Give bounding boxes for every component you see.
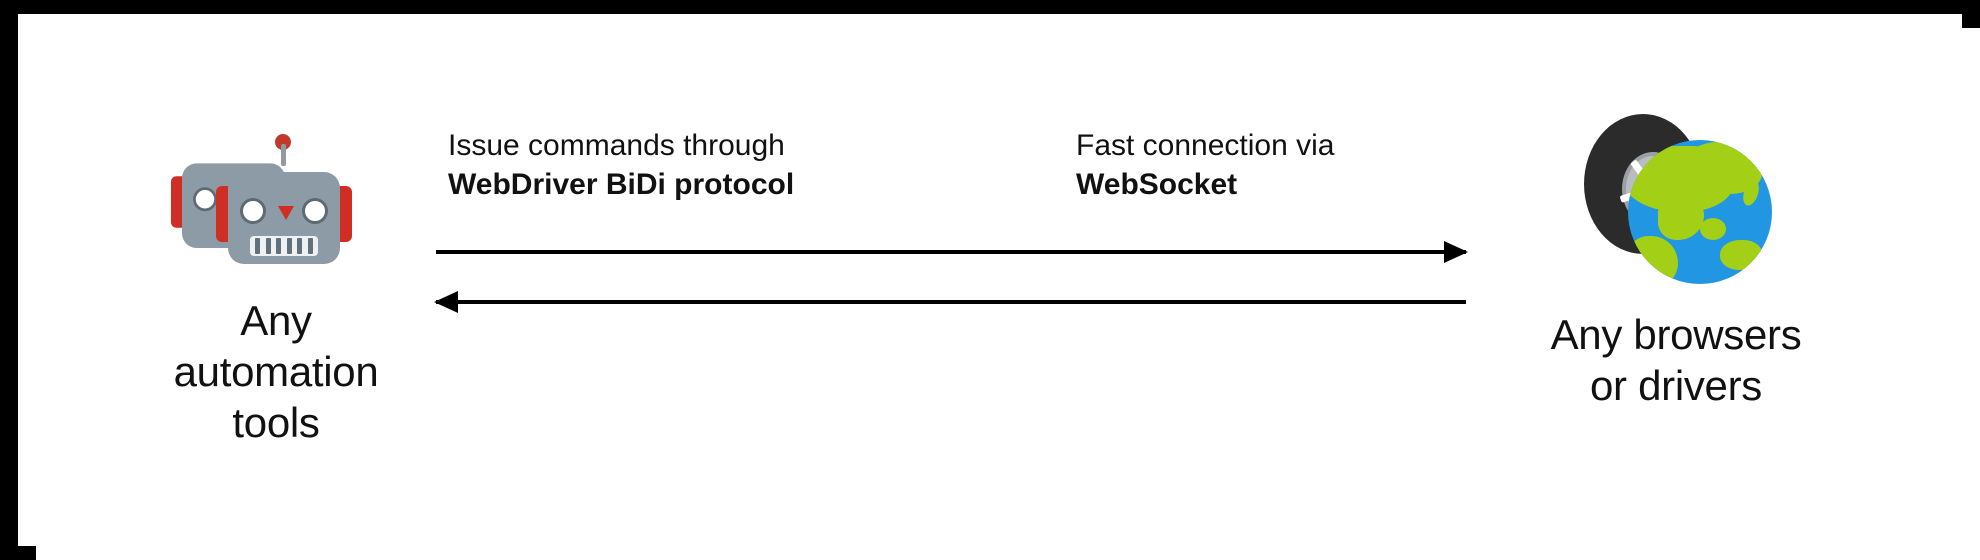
robot-antenna-stem bbox=[281, 144, 286, 166]
robot-tooth bbox=[297, 238, 303, 254]
node-caption-browsers-drivers: Any browsers or drivers bbox=[1550, 311, 1802, 410]
right-arrow-icon bbox=[436, 241, 1468, 263]
robot-eye-left bbox=[193, 187, 217, 212]
globe-landmass-australia bbox=[1720, 240, 1762, 270]
node-automation-tools: Any automation tools bbox=[96, 134, 456, 449]
globe-landmass-india bbox=[1658, 196, 1704, 240]
link-label-commands: Issue commands through WebDriver BiDi pr… bbox=[448, 126, 794, 204]
robot-tooth bbox=[255, 238, 261, 254]
robot-tooth bbox=[265, 238, 271, 254]
diagram-canvas: Any automation tools Issue commands thro… bbox=[36, 28, 1980, 560]
left-arrow-icon bbox=[434, 291, 1466, 313]
robot-icon bbox=[170, 134, 376, 273]
robot-tooth bbox=[307, 238, 313, 254]
left-arrow-head bbox=[434, 291, 458, 313]
link-label-connection-line2: WebSocket bbox=[1076, 168, 1238, 201]
globe-landmass-southeast-asia bbox=[1700, 218, 1726, 240]
right-arrow-head bbox=[1444, 241, 1468, 263]
robot-nose bbox=[278, 206, 294, 220]
robot-antenna-ball bbox=[275, 134, 291, 150]
robot-icon-front-head bbox=[216, 134, 352, 264]
globe-icon bbox=[1628, 140, 1772, 284]
robot-eye-right bbox=[302, 198, 328, 224]
link-label-commands-line2: WebDriver BiDi protocol bbox=[448, 168, 795, 201]
robot-tooth bbox=[276, 238, 282, 254]
robot-head bbox=[228, 172, 340, 264]
link-label-commands-line1: Issue commands through bbox=[448, 129, 785, 162]
node-browsers-drivers: Any browsers or drivers bbox=[1476, 108, 1876, 411]
robot-eye-left bbox=[240, 198, 266, 224]
link-label-connection-line1: Fast connection via bbox=[1076, 129, 1335, 162]
globe-tire-icon bbox=[1566, 108, 1786, 284]
robot-tooth bbox=[286, 238, 292, 254]
arrow-group bbox=[434, 228, 1468, 313]
link-label-connection: Fast connection via WebSocket bbox=[1076, 126, 1334, 204]
node-caption-automation-tools: Any automation tools bbox=[173, 297, 379, 447]
robot-mouth bbox=[250, 236, 318, 256]
globe-landmass-africa bbox=[1628, 236, 1678, 284]
